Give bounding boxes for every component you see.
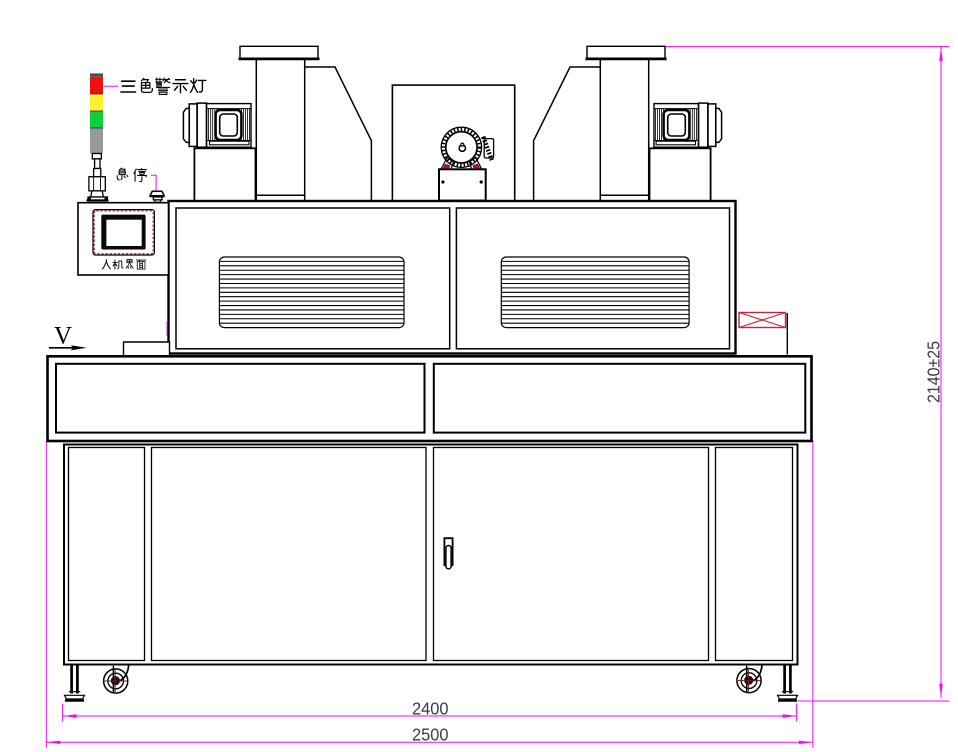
svg-text:2500: 2500 bbox=[412, 725, 449, 745]
svg-text:2400: 2400 bbox=[412, 698, 449, 718]
svg-text:V: V bbox=[54, 323, 72, 350]
svg-text:2140±25: 2140±25 bbox=[923, 341, 943, 403]
